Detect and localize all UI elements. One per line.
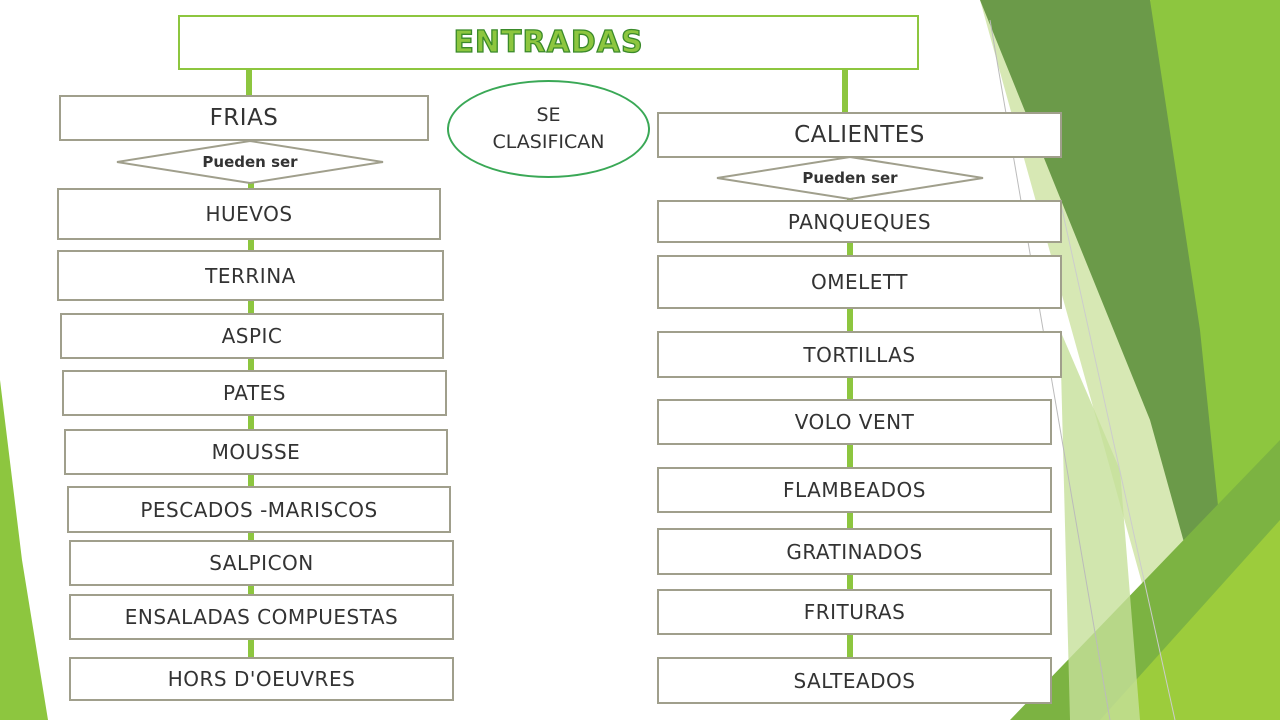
hot-item: SALTEADOS [657,657,1052,704]
deco-facet [0,380,48,720]
cold-item-label: PESCADOS -MARISCOS [140,497,378,522]
cold-item-label: HUEVOS [205,202,293,226]
hot-item-label: SALTEADOS [793,668,916,693]
hot-heading: CALIENTES [794,122,925,148]
deco-facet [1100,520,1280,720]
hot-heading-box: CALIENTES [657,112,1062,158]
cold-item: ASPIC [60,313,444,359]
hot-connector-label: Pueden ser [802,169,898,187]
cold-item-label: ASPIC [221,324,283,348]
title-box: ENTRADAS [178,15,919,70]
cold-item-label: HORS D'OEUVRES [167,667,356,691]
hot-item: TORTILLAS [657,331,1062,378]
cold-connector-diamond: Pueden ser [116,140,384,184]
hot-item-label: PANQUEQUES [787,209,932,234]
cold-item-label: TERRINA [205,263,296,288]
cold-item-label: PATES [223,381,286,405]
cold-item: PESCADOS -MARISCOS [67,486,451,533]
cold-item: ENSALADAS COMPUESTAS [69,594,454,640]
hot-item: FRITURAS [657,589,1052,635]
hot-item: FLAMBEADOS [657,467,1052,513]
cold-item: HUEVOS [57,188,441,240]
hot-item-label: FRITURAS [803,600,906,624]
hot-item-label: OMELETT [811,270,908,294]
hot-item: OMELETT [657,255,1062,309]
diamond-outline [716,156,984,200]
cold-item-label: SALPICON [209,551,314,575]
deco-facet [1060,330,1140,720]
cold-item-label: MOUSSE [211,440,301,464]
cold-connector-label: Pueden ser [202,153,298,171]
page-title: ENTRADAS [453,24,644,60]
classify-oval: SE CLASIFICAN [447,80,650,178]
cold-item: HORS D'OEUVRES [69,657,454,701]
diamond-shape [716,156,984,200]
hot-item-label: TORTILLAS [803,342,916,367]
classify-label: SE CLASIFICAN [492,104,605,153]
diamond-shape [116,140,384,184]
hot-item: PANQUEQUES [657,200,1062,243]
hot-item: GRATINADOS [657,528,1052,575]
deco-line [1059,199,1176,720]
hot-connector-diamond: Pueden ser [716,156,984,200]
cold-item: SALPICON [69,540,454,586]
cold-heading: FRIAS [209,105,279,131]
diamond-outline [116,140,384,184]
hot-item-label: VOLO VENT [794,410,915,434]
cold-item-label: ENSALADAS COMPUESTAS [124,605,399,629]
cold-item: PATES [62,370,447,416]
cold-item: TERRINA [57,250,444,301]
hot-item-label: GRATINADOS [786,539,923,564]
connector-title-to-frias [246,70,252,96]
hot-item: VOLO VENT [657,399,1052,445]
cold-heading-box: FRIAS [59,95,429,141]
hot-item-label: FLAMBEADOS [783,478,926,502]
connector-title-to-calientes [842,70,848,112]
cold-item: MOUSSE [64,429,448,475]
